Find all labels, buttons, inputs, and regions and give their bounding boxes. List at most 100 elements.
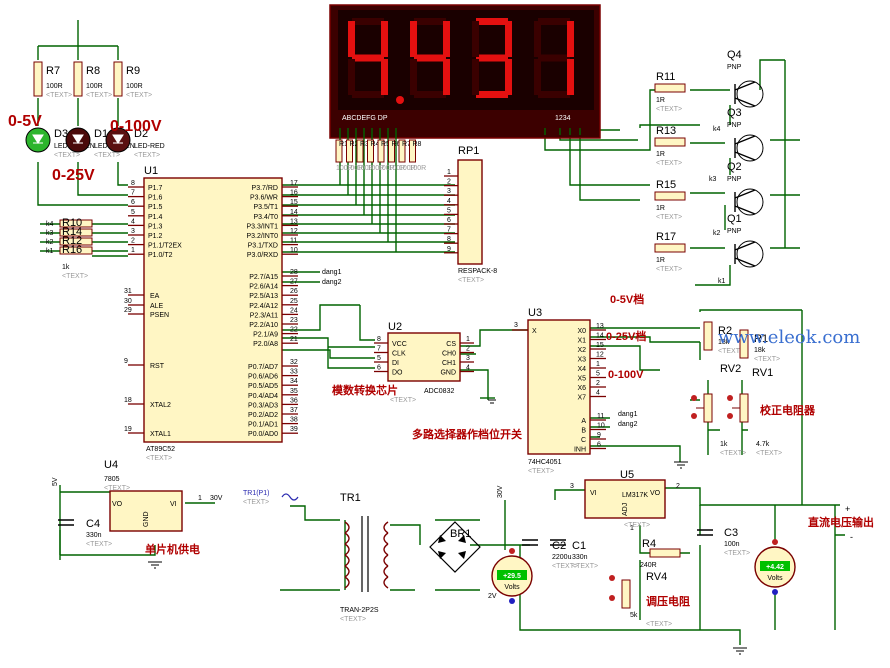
- segment-a: [414, 18, 446, 25]
- k-bank-val: 1k: [62, 264, 70, 271]
- k-label-left: k1: [46, 248, 54, 255]
- u2-pin-name: GND: [440, 370, 456, 377]
- u1-pin-num: 5: [131, 209, 135, 216]
- digit-drivers: R111R<TEXT>Q4PNPR131R<TEXT>Q3PNPR151R<TE…: [654, 49, 764, 273]
- capacitors: C4330n<TEXT>C22200u<TEXT>C1330n<TEXT>C31…: [58, 518, 750, 570]
- u3-pin-name: X7: [577, 395, 586, 402]
- svg-text:2V: 2V: [488, 593, 497, 600]
- seg-resistor-val: 100R: [368, 165, 385, 172]
- transistor-part: PNP: [727, 176, 742, 183]
- mcu-supply-note: 单片机供电: [145, 542, 200, 556]
- u1-pin-num: 21: [290, 336, 298, 343]
- u1-pin-name: P0.0/AD0: [248, 431, 278, 438]
- u1-pin-num: 35: [290, 388, 298, 395]
- cap-text: <TEXT>: [86, 541, 112, 548]
- driver-resistor-val: 1R: [656, 151, 665, 158]
- sel-25v: 0-25V档: [606, 329, 646, 343]
- digit-2: [472, 18, 512, 98]
- digit-3: [534, 18, 574, 98]
- u1-pin-name: P1.7: [148, 185, 163, 192]
- u1-part: AT89C52: [146, 446, 175, 453]
- transistor-ref: Q4: [727, 49, 742, 61]
- meter-plus-icon: [772, 539, 778, 545]
- u1-pin-num: 38: [290, 417, 298, 424]
- calibration-pots: R218k<TEXT>R118k<TEXT>RV21k<TEXT>RV14.7k…: [609, 321, 782, 628]
- driver-resistor-ref: R17: [656, 231, 676, 243]
- rv4-ref: RV4: [646, 571, 667, 583]
- u1-pin-name: P1.3: [148, 223, 163, 230]
- driver-resistor-text: <TEXT>: [656, 160, 682, 167]
- u3-pin-name: A: [581, 418, 586, 425]
- dc-out-note: 直流电压输出: [808, 515, 874, 529]
- u3-pin-num: 15: [596, 342, 604, 349]
- dang-label: dang1: [618, 411, 638, 418]
- k-label-left: k3: [46, 230, 54, 237]
- pot-ref: RV2: [720, 363, 741, 375]
- u3-pin-name: B: [581, 428, 586, 435]
- pot-up-icon: [691, 395, 697, 401]
- digit-pins-label: 1234: [555, 115, 571, 122]
- u1-pin-name: P0.6/AD6: [248, 374, 278, 381]
- u1-pin-num: 4: [131, 218, 135, 225]
- u1-pin-name: P2.1/A9: [253, 332, 278, 339]
- seg-resistor-val: 100R: [357, 165, 374, 172]
- u1-pin-name: P3.2/INT0: [246, 233, 278, 240]
- meter-minus-icon: [509, 598, 515, 604]
- k-resistor: R12: [59, 235, 93, 247]
- seg-resistor-val: 100R: [410, 165, 427, 172]
- u1-pin-num: 24: [290, 307, 298, 314]
- segment-f: [348, 21, 355, 57]
- u1-pin-num: 31: [124, 288, 132, 295]
- resistor-ref: R8: [86, 65, 100, 77]
- u1-pin-name: P0.5/AD5: [248, 383, 278, 390]
- cap-text: <TEXT>: [552, 563, 578, 570]
- u3-pin-num: 5: [596, 371, 600, 378]
- u2-pin-name: DI: [392, 360, 399, 367]
- u2-pin-name: CH1: [442, 360, 456, 367]
- segment-c: [567, 59, 574, 95]
- resistor-val: 100R: [126, 83, 143, 90]
- transistor-part: PNP: [727, 122, 742, 129]
- rp1-pin-num: 9: [447, 246, 451, 253]
- segment-a: [476, 18, 508, 25]
- u1-at89c52: U1 AT89C52 <TEXT> 8P1.77P1.66P1.55P1.44P…: [124, 165, 298, 462]
- cap-ref: C1: [572, 540, 586, 552]
- u3-pin-num: 12: [596, 352, 604, 359]
- seg-resistor-ref: R2: [350, 141, 359, 148]
- u1-pin-name: P3.0/RXD: [247, 252, 278, 259]
- bridge-br1: BR1: [429, 521, 481, 573]
- rp1-pin-num: 8: [447, 236, 451, 243]
- segment-e: [348, 59, 355, 95]
- transistor-ref: Q3: [727, 107, 742, 119]
- ground-symbols: [148, 399, 747, 655]
- u2-pin-name: CLK: [392, 351, 406, 358]
- u1-pin-name: P3.3/INT1: [246, 223, 278, 230]
- u2-pin-num: 6: [377, 365, 381, 372]
- divider-ref: R1: [754, 333, 768, 345]
- segment-e: [410, 59, 417, 95]
- seg-resistor-ref: R7: [402, 141, 411, 148]
- transistor-ref: Q1: [727, 213, 742, 225]
- segment-g: [352, 54, 384, 62]
- u3-pin-num: 1: [596, 361, 600, 368]
- cap-text: <TEXT>: [724, 550, 750, 557]
- u1-pin-name: P1.5: [148, 204, 163, 211]
- svg-text:5V: 5V: [52, 477, 59, 486]
- u1-pin-num: 8: [131, 180, 135, 187]
- u1-pin-name: P2.7/A15: [249, 274, 278, 281]
- digit-1: [410, 18, 450, 98]
- meter-value: +4.42: [766, 564, 784, 571]
- led-part: LED-RED: [134, 143, 165, 150]
- u5-part: LM317K: [622, 492, 648, 499]
- u2-pin-name: DO: [392, 370, 403, 377]
- k-resistor-ref: R14: [62, 226, 82, 238]
